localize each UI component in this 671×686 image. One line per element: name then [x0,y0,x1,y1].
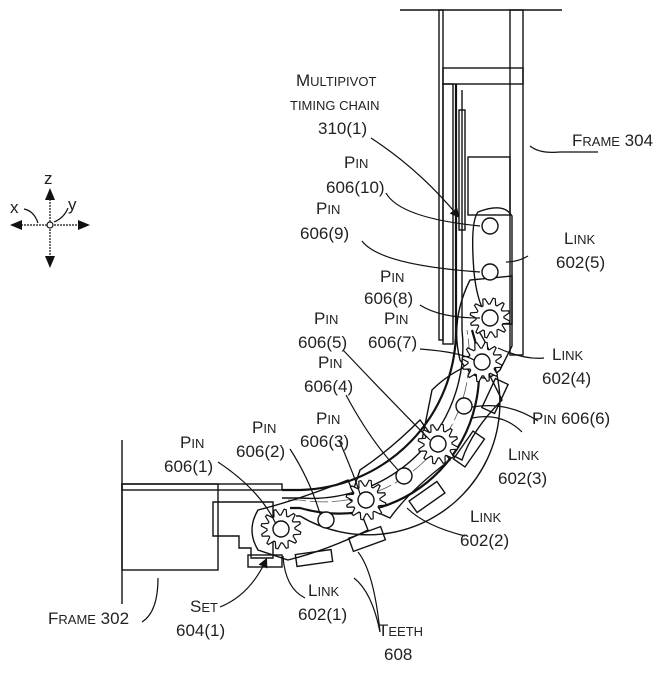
pin-606-3 [357,491,375,509]
pin-word-label: PIN [380,267,404,286]
pin-606-9-label: 606(9) [300,224,349,243]
link-602-3-label: 602(3) [498,469,547,488]
teeth-608-label: 608 [384,645,412,664]
pin-606-2 [317,511,335,529]
axis-origin [46,221,54,229]
link-602-1 [251,479,369,561]
frame-302-label: FRAME 302 [48,609,129,628]
pin-606-7 [473,353,491,371]
pin-606-8-label: 606(8) [364,289,413,308]
pin-606-5-label: 606(5) [298,333,347,352]
set-label: SET [190,597,218,616]
chain-links [251,207,513,568]
pin-606-10-label: 606(10) [326,178,385,197]
z-axis-label: z [44,169,53,188]
y-axis-label: y [68,195,77,214]
pin-606-7-label: 606(7) [368,333,417,352]
link-word-label: LINK [508,445,539,464]
frame-304-label: FRAME 304 [572,131,653,150]
link-602-1-label: 602(1) [298,605,347,624]
arrow-right-icon [78,220,90,230]
pin-word-label: PIN [314,309,338,328]
link-word-label: LINK [470,507,501,526]
pin-606-8 [481,309,499,327]
link-602-2-label: 602(2) [460,531,509,550]
pin-606-4 [395,467,413,485]
pin-606-5 [429,435,447,453]
pin-606-9 [481,263,499,281]
axis-indicator: z x y [10,169,90,268]
pins [272,217,499,538]
arrow-down-icon [45,256,55,268]
pin-word-label: PIN [180,433,204,452]
link-word-label: LINK [564,229,595,248]
arrow-left-icon [10,220,22,230]
pin-606-1 [272,520,290,538]
link-word-label: LINK [552,345,583,364]
pin-606-2-label: 606(2) [236,442,285,461]
pin-word-label: PIN [318,353,342,372]
link-602-3 [421,359,503,461]
pin-word-label: PIN [252,418,276,437]
link-602-5-label: 602(5) [556,253,605,272]
pin-606-10 [481,217,499,235]
link-word-label: LINK [308,581,339,600]
arrow-up-icon [45,188,55,200]
link-602-4 [456,275,513,379]
pin-word-label: PIN [384,309,408,328]
pin-word-label: PIN [344,153,368,172]
pin-606-6-label: PIN 606(6) [532,409,610,428]
pin-606-4-label: 606(4) [304,377,353,396]
x-axis-label: x [10,198,19,217]
pin-word-label: PIN [316,409,340,428]
link-602-4-label: 602(4) [542,369,591,388]
pin-word-label: PIN [316,199,340,218]
chain-label-number: 310(1) [318,119,367,138]
teeth-label: TEETH [378,621,423,640]
chain-label-line1: MULTIPIVOT [296,71,376,90]
pin-606-1-label: 606(1) [164,457,213,476]
pin-606-6 [455,397,473,415]
x-axis-curve [23,208,39,224]
chain-label-line2: TIMING CHAIN [290,98,380,113]
leader-lines [141,137,598,633]
set-604-1-label: 604(1) [176,621,225,640]
link-602-2 [349,418,451,519]
y-axis-curve [53,207,69,223]
pin-606-3-label: 606(3) [300,432,349,451]
labels: MULTIPIVOT TIMING CHAIN 310(1) FRAME 304… [48,71,653,664]
